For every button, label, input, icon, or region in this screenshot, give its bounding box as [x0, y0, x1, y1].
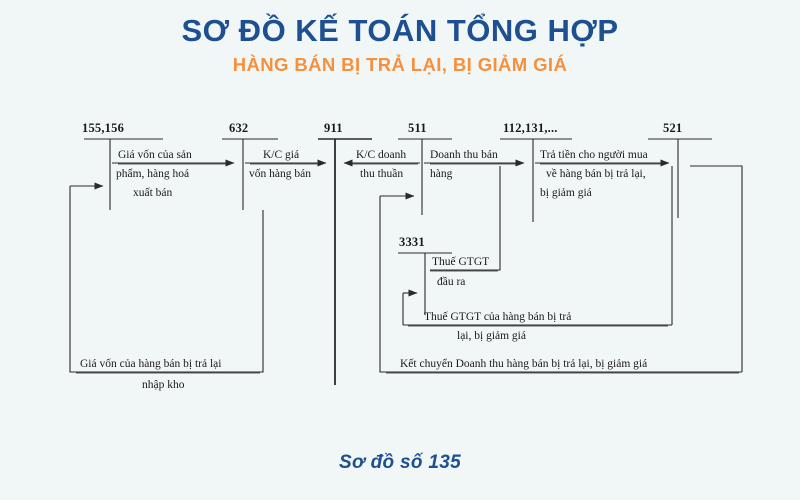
flow-gia-von-xuat-ban-line2: phẩm, hàng hoá	[116, 168, 190, 180]
diagram-caption: Sơ đồ số 135	[339, 452, 461, 473]
flow-ket-chuyen-doanh-thu-line1: Kết chuyển Doanh thu hàng bán bị trả lại…	[400, 358, 648, 370]
flow-gia-von-xuat-ban-line1: Giá vốn của sản	[118, 149, 192, 161]
flow-gia-von-tra-lai-line1: Giá vốn của hàng bán bị trả lại	[80, 358, 222, 370]
path-521-right-down	[690, 165, 743, 372]
path-gia-von-tra-lai-nhap-kho	[69, 186, 264, 373]
account-label-911: 911	[324, 121, 343, 135]
flow-gia-von-tra-lai-line2: nhập kho	[142, 379, 185, 391]
page-subtitle: HÀNG BÁN BỊ TRẢ LẠI, BỊ GIẢM GIÁ	[232, 53, 568, 75]
diagram-lines	[69, 138, 743, 385]
accounting-diagram: 155,156 632 911 511 112,131,... 521 3331…	[0, 110, 800, 440]
flow-thue-gtgt-tra-lai-line2: lại, bị giảm giá	[457, 330, 526, 342]
account-label-3331: 3331	[399, 235, 425, 249]
path-ket-chuyen-doanh-thu	[379, 196, 742, 373]
account-label-112-131: 112,131,...	[503, 121, 558, 135]
flow-kc-doanh-thu-thuan-line2: thu thuần	[360, 168, 404, 180]
flow-tra-tien-nguoi-mua-line2: về hàng bán bị trả lại,	[546, 168, 646, 180]
page-title: SƠ ĐỒ KẾ TOÁN TỔNG HỢP	[181, 13, 619, 48]
flow-thue-gtgt-tra-lai-line1: Thuế GTGT của hàng bán bị trả	[424, 311, 572, 323]
flow-doanh-thu-ban-hang-line1: Doanh thu bán	[430, 149, 498, 161]
path-thue-gtgt-dau-ra	[430, 166, 501, 271]
account-label-511: 511	[408, 121, 427, 135]
flow-thue-gtgt-dau-ra-line1: Thuế GTGT	[432, 256, 490, 268]
flow-tra-tien-nguoi-mua-line1: Trả tiền cho người mua	[540, 149, 648, 161]
flow-kc-gia-von-line2: vốn hàng bán	[249, 168, 311, 180]
flow-doanh-thu-ban-hang-line2: hàng	[430, 168, 453, 180]
flow-kc-gia-von-line1: K/C giá	[263, 149, 300, 161]
account-label-632: 632	[229, 121, 249, 135]
flow-tra-tien-nguoi-mua-line3: bị giảm giá	[540, 187, 592, 199]
flow-thue-gtgt-dau-ra-line2: đầu ra	[437, 276, 466, 288]
flow-gia-von-xuat-ban-line3: xuất bán	[133, 187, 173, 199]
flow-kc-doanh-thu-thuan-line1: K/C doanh	[356, 149, 407, 161]
page-header: SƠ ĐỒ KẾ TOÁN TỔNG HỢP HÀNG BÁN BỊ TRẢ L…	[0, 13, 800, 75]
account-label-155-156: 155,156	[82, 121, 125, 135]
account-label-521: 521	[663, 121, 683, 135]
